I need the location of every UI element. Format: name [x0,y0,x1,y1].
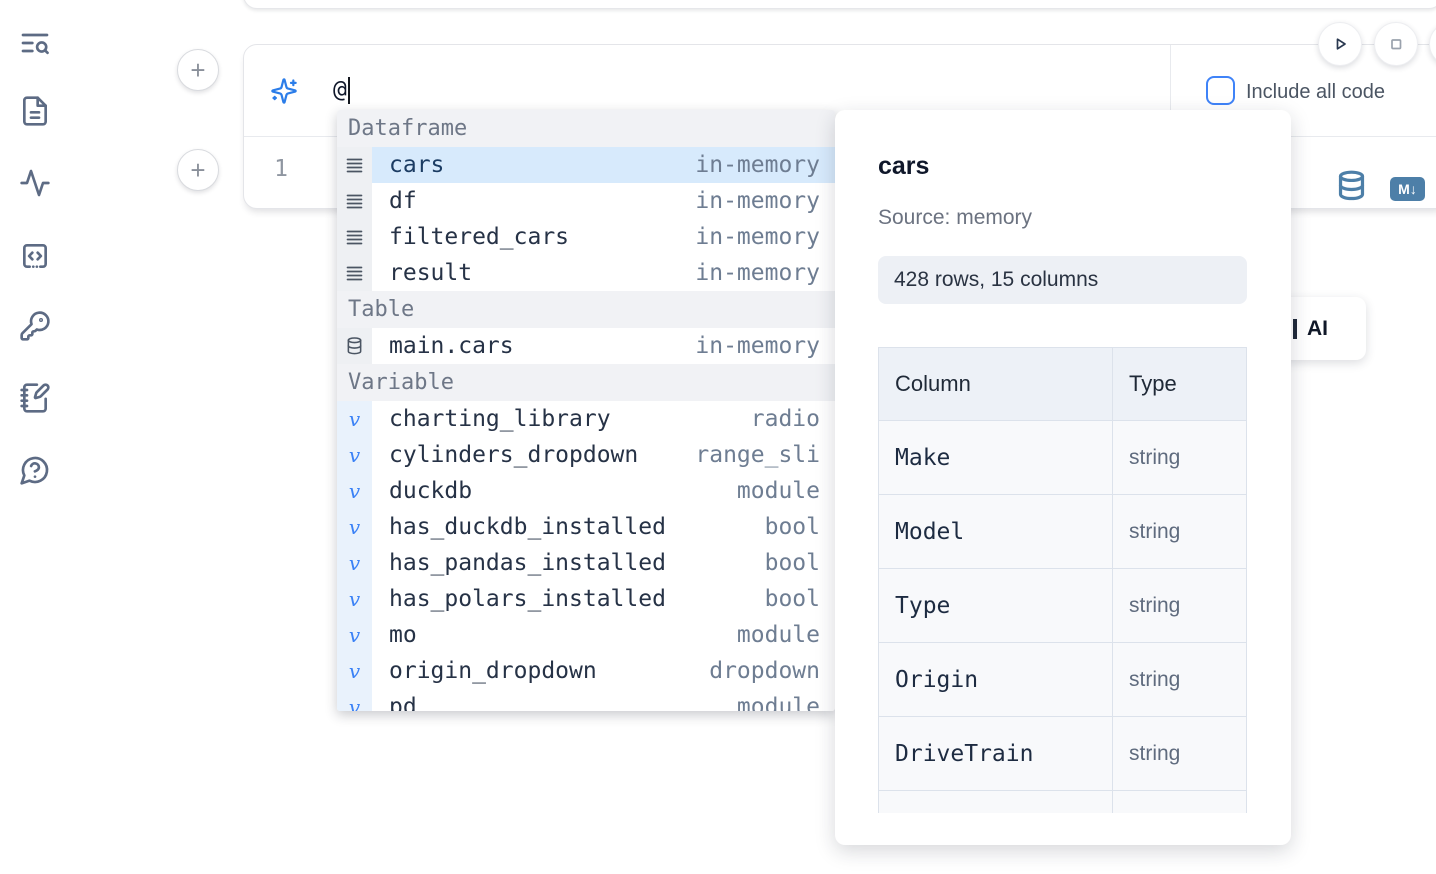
ai-prompt-value: @ [333,77,347,103]
schema-table: Column Type Make string Model string Typ… [878,347,1247,813]
divider [1170,45,1171,137]
variable-icon: v [337,545,372,581]
variable-icon: v [337,689,372,711]
dataframe-icon [337,183,372,219]
line-number: 1 [274,156,288,182]
section-header-table: Table [337,291,835,328]
variable-icon: v [337,509,372,545]
table-row: Model string [879,495,1247,569]
variable-icon: v [337,473,372,509]
run-cell-button[interactable] [1318,22,1362,66]
add-cell-below-button[interactable]: + [177,149,219,191]
column-header: Column [879,348,1113,421]
section-header-variable: Variable [337,364,835,401]
toc-search-icon[interactable] [19,26,53,60]
table-row: Origin string [879,643,1247,717]
markdown-icon[interactable]: M↓ [1390,177,1425,201]
variable-icon: v [337,401,372,437]
preview-source: Source: memory [878,206,1033,229]
table-row: Type string [879,569,1247,643]
table-row: DriveTrain string [879,717,1247,791]
left-sidebar [0,0,72,874]
add-cell-above-button[interactable]: + [177,49,219,91]
database-icon[interactable] [1336,169,1367,203]
variable-icon: v [337,581,372,617]
sparkles-icon [270,77,298,105]
code-editor[interactable]: 1 M↓ [244,137,1436,208]
shape-badge: 428 rows, 15 columns [878,256,1247,304]
type-header: Type [1113,348,1247,421]
text-cursor [347,76,350,104]
include-all-code-label[interactable]: Include all code [1246,81,1385,103]
variable-icon: v [337,653,372,689]
activity-icon[interactable] [19,166,53,200]
ai-prompt-input[interactable]: @ [333,73,633,107]
partial-text-fragment [1293,318,1297,339]
preview-title: cars [878,152,930,180]
table-header-row: Column Type [879,348,1247,421]
table-row-partial [879,791,1247,813]
stop-cell-button[interactable] [1374,22,1418,66]
dataframe-icon [337,255,372,291]
ai-card-label: AI [1307,316,1328,340]
variable-icon: v [337,617,372,653]
table-row: Make string [879,421,1247,495]
section-header-dataframe: Dataframe [337,110,835,147]
variable-icon: v [337,437,372,473]
table-database-icon [337,328,372,364]
dataframe-preview-popover: cars Source: memory 428 rows, 15 columns… [835,110,1291,845]
help-icon[interactable] [19,453,53,487]
snippets-icon[interactable] [19,239,53,273]
include-all-code-checkbox[interactable] [1206,76,1235,105]
dataframe-icon [337,147,372,183]
document-icon[interactable] [19,94,53,128]
previous-cell [243,0,1436,9]
scratchpad-icon[interactable] [19,381,53,415]
key-icon[interactable] [19,309,53,343]
dataframe-icon [337,219,372,255]
